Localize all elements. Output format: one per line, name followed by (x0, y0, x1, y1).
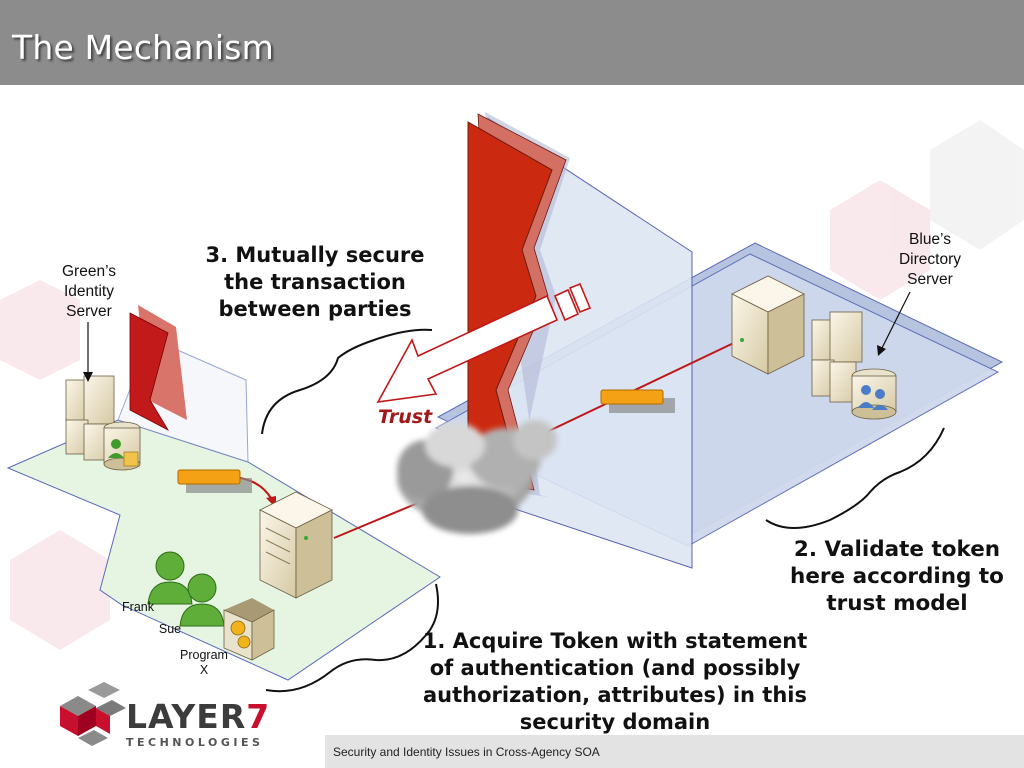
callout-step1-line: 1. Acquire Token with statement (422, 629, 808, 653)
green-app-server-icon (259, 491, 333, 599)
callout-step2-line: here according to (790, 564, 1004, 589)
label-line: Directory (898, 251, 961, 268)
callout-step2-line: trust model (826, 591, 968, 616)
pointer-green-server-head (83, 372, 93, 382)
label-green-identity-server: Green’s Identity Server (44, 262, 134, 322)
program-x-icon (223, 598, 275, 661)
cloud-icon (397, 420, 557, 534)
green-firewall (129, 305, 187, 432)
label-line: Server (66, 303, 112, 320)
trust-label: Trust (378, 406, 433, 428)
footer-text: Security and Identity Issues in Cross-Ag… (333, 745, 600, 759)
callout-step3: 3. Mutually secure the transaction betwe… (190, 242, 440, 323)
background-watermark (0, 120, 1024, 650)
callout-step1: 1. Acquire Token with statement of authe… (396, 628, 834, 736)
green-identity-server-icon (65, 375, 141, 471)
blue-directory-server-icon (731, 275, 897, 420)
logo-word: LAYER (126, 697, 247, 736)
token-green (177, 469, 252, 493)
token-blue (600, 389, 675, 413)
footer-bar: Security and Identity Issues in Cross-Ag… (325, 735, 1024, 768)
trust-arrow (376, 282, 592, 404)
label-line: Server (907, 271, 953, 288)
logo-number: 7 (246, 697, 271, 736)
callout-step2-line: 2. Validate token (793, 537, 1001, 562)
callout-step2: 2. Validate token here according to trus… (772, 536, 1022, 617)
callout-step1-line: of authentication (and possibly (429, 656, 801, 680)
user-sue-icon (179, 573, 225, 627)
brace-step2 (765, 427, 945, 529)
label-sue: Sue (158, 622, 182, 636)
layer7-logo-icon (60, 682, 126, 746)
title-bar: The Mechanism (0, 0, 1024, 85)
label-line: Blue’s (909, 231, 951, 248)
label-blue-directory-server: Blue’s Directory Server (880, 230, 980, 290)
connection-line-green-to-cloud (333, 499, 426, 539)
label-program-x: Program X (172, 648, 236, 678)
brace-step1 (265, 583, 439, 693)
user-frank-icon (147, 551, 193, 605)
callout-step1-line: security domain (519, 710, 711, 734)
pointer-blue-server-head (877, 345, 886, 356)
brace-step3 (261, 328, 433, 435)
logo-wordmark: LAYER7 (126, 700, 270, 733)
callout-step1-line: authorization, attributes) in this (422, 683, 807, 707)
callout-step3-line: the transaction (224, 270, 406, 294)
slide-title: The Mechanism (12, 28, 274, 67)
label-frank: Frank (122, 600, 154, 614)
main-firewall (467, 112, 570, 497)
label-line: Identity (64, 283, 114, 300)
pointer-blue-server (879, 291, 911, 353)
label-line: Program (180, 648, 228, 662)
callout-step3-line: 3. Mutually secure (205, 243, 425, 267)
logo-subtitle: TECHNOLOGIES (126, 736, 264, 749)
callout-step3-line: between parties (218, 297, 412, 321)
label-line: Green’s (62, 263, 116, 280)
label-line: X (199, 663, 209, 677)
